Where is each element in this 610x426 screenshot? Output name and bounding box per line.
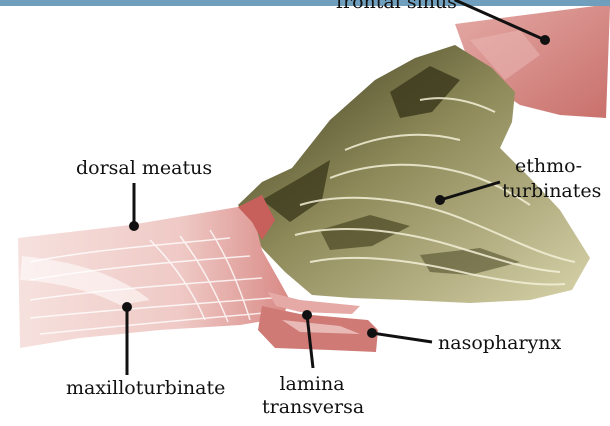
lamina-transversa-label-line1: lamina [262,373,362,395]
lamina-transversa-label-line2: transversa [262,396,362,418]
ethmoturbinates-label-line1: ethmo- [515,155,582,177]
lamina-transversa-dot [302,310,312,320]
ethmoturbinates-label-line2: turbinates [502,180,601,202]
dorsal-meatus-dot [129,221,139,231]
nasopharynx-leader-line [372,333,432,342]
ethmoturbinates-dot [435,195,445,205]
dorsal-meatus-label: dorsal meatus [76,157,212,179]
maxilloturbinate-label: maxilloturbinate [66,377,225,399]
frontal-sinus-label: frontal sinus [336,0,457,13]
nasopharynx-label: nasopharynx [438,332,561,354]
maxilloturbinate-dot [122,302,132,312]
frontal-sinus-dot [540,35,550,45]
nasopharynx-dot [367,328,377,338]
